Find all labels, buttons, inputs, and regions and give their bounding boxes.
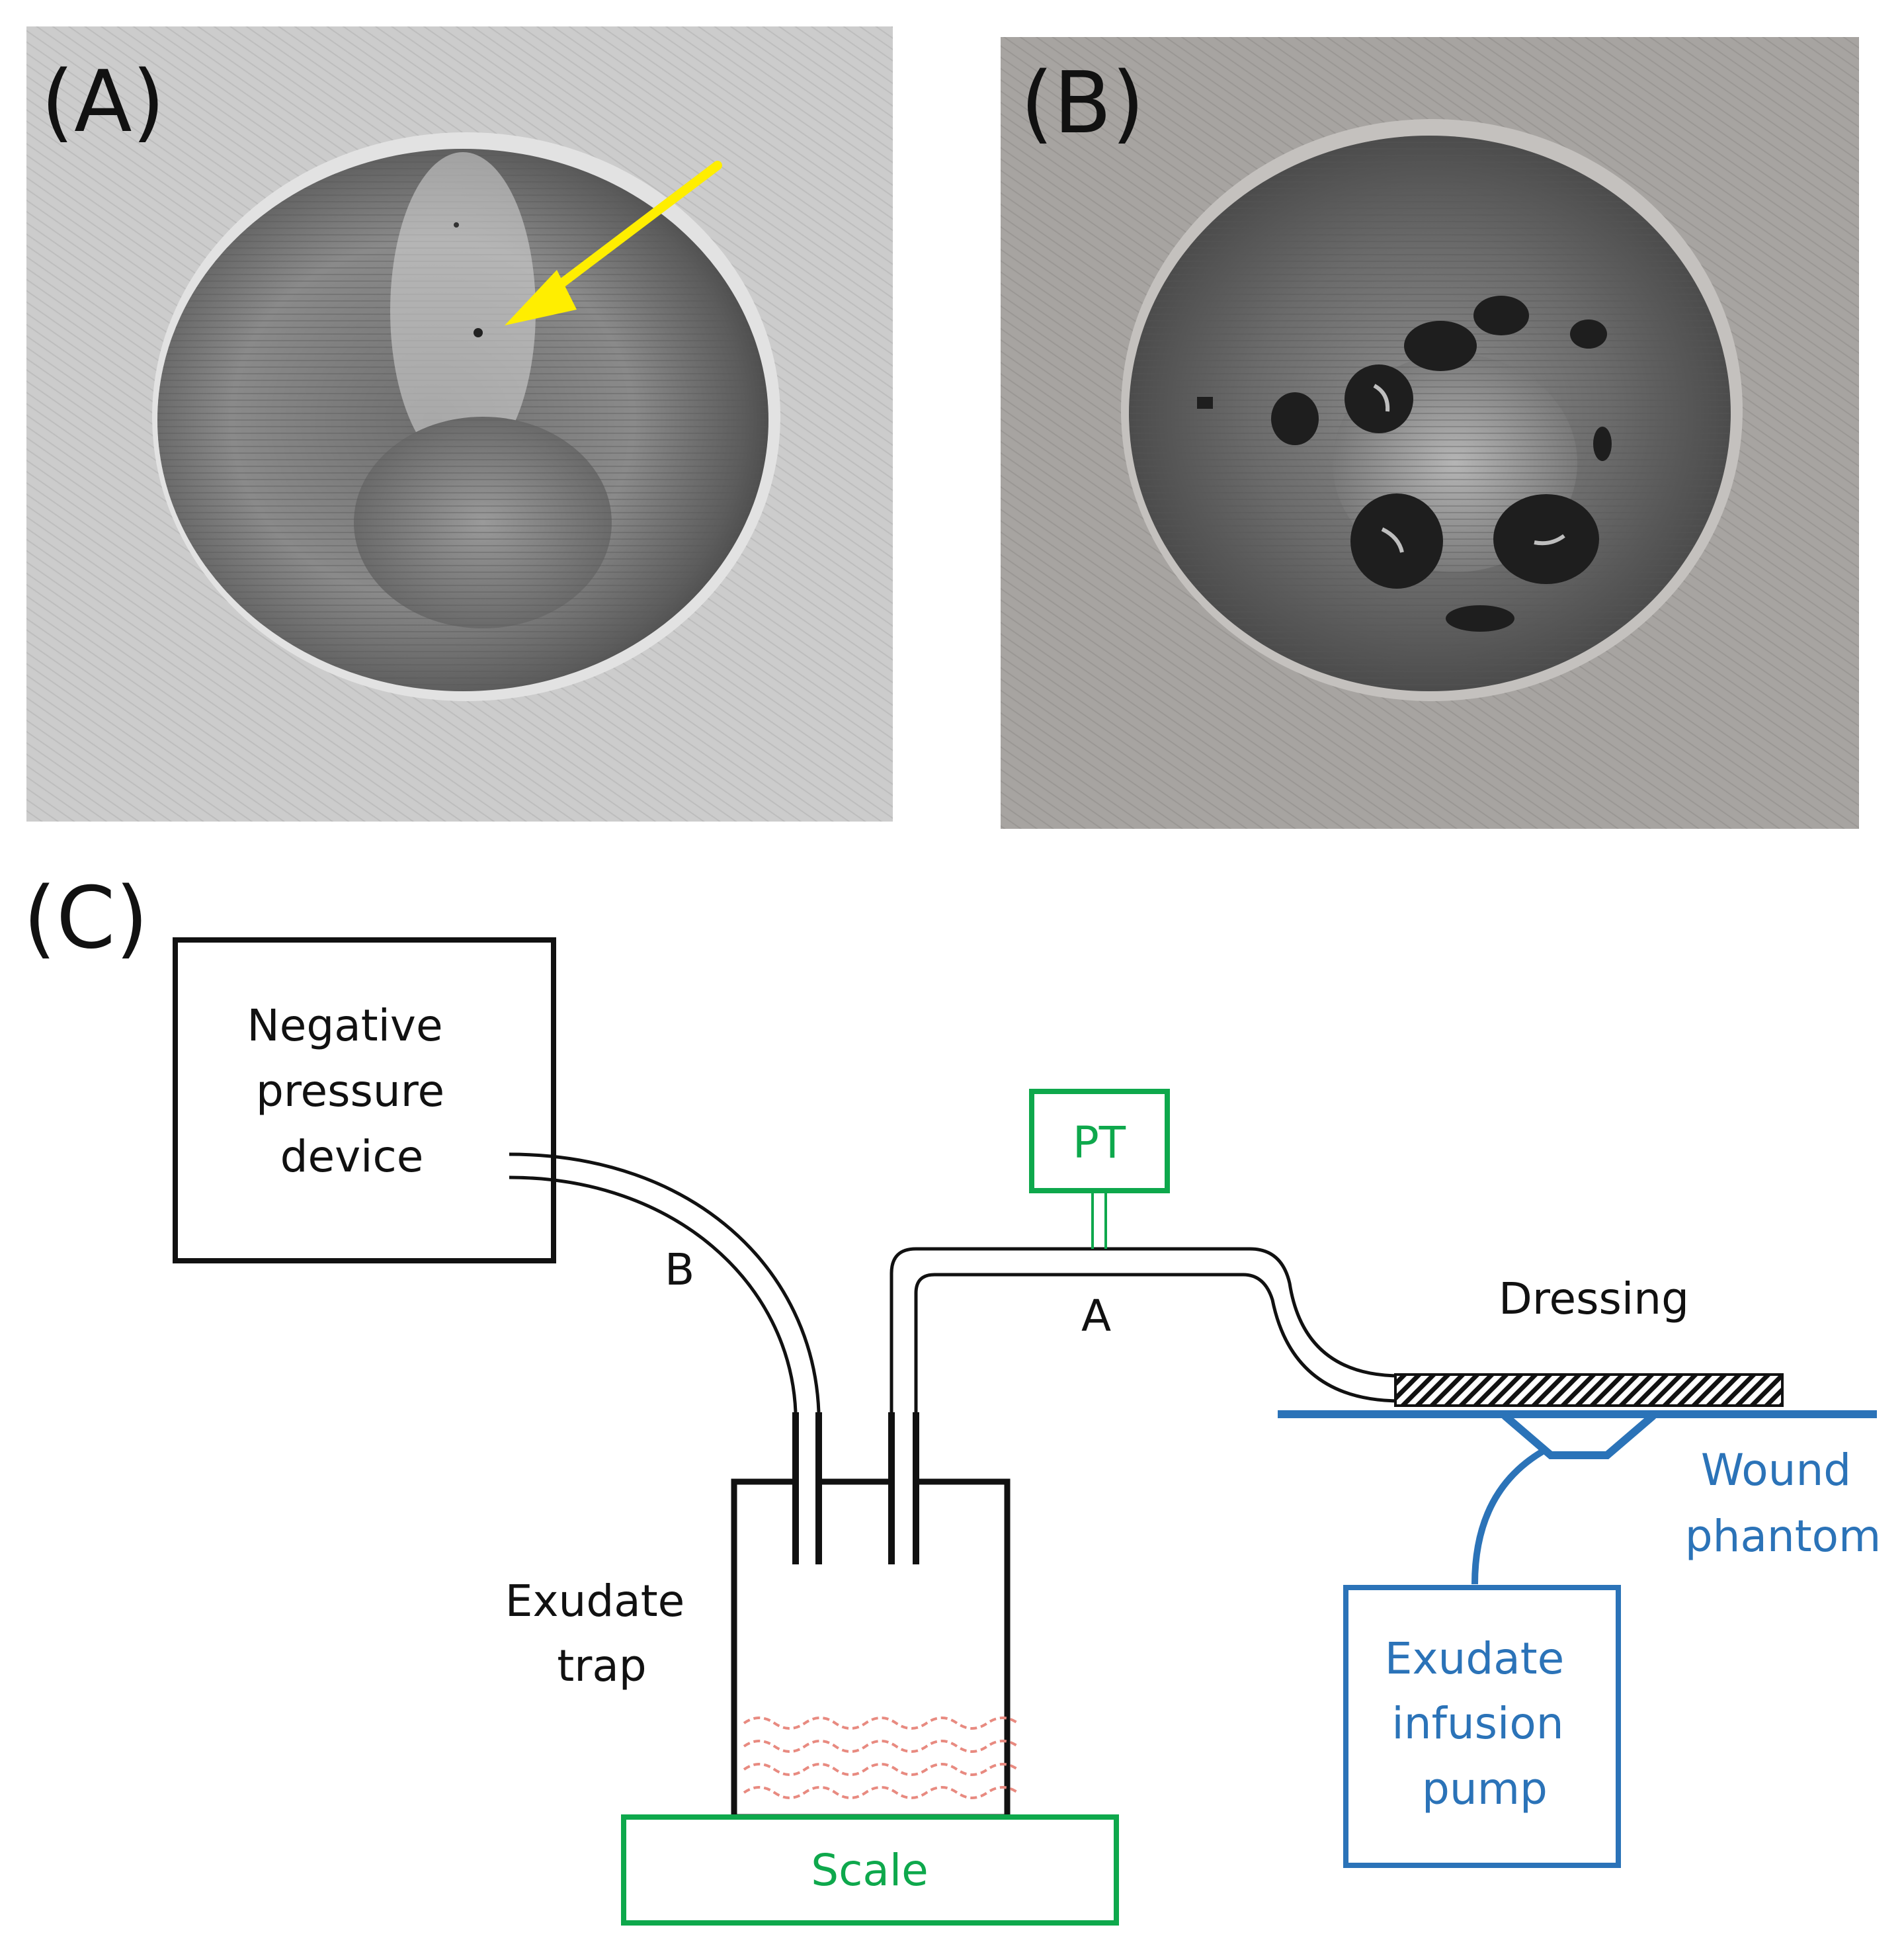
pressure-transducer-label: PT — [1073, 1117, 1126, 1168]
infusion-line — [1471, 1445, 1550, 1585]
scale-label: Scale — [811, 1845, 929, 1896]
scale-box — [621, 1814, 1119, 1926]
infusion-pump-box — [1343, 1585, 1621, 1868]
pump-line-3: pump — [1422, 1763, 1548, 1814]
npd-line-1: Negative — [247, 1000, 442, 1051]
negative-pressure-device-label: Negative pressure device — [247, 1000, 458, 1182]
tube-b — [509, 1152, 822, 1564]
wound-line-2: phantom — [1685, 1511, 1882, 1562]
dressing-label: Dressing — [1499, 1273, 1689, 1324]
tube-a-label: A — [1081, 1291, 1111, 1341]
photo-b: (B) — [1001, 37, 1859, 829]
wound-phantom-label: Wound phantom — [1685, 1445, 1882, 1562]
arrow-icon — [536, 161, 722, 304]
photo-a-hole — [474, 328, 483, 337]
pressure-transducer-box — [1029, 1089, 1170, 1193]
arrow-icon-head — [505, 270, 577, 325]
wound-line-1: Wound — [1701, 1445, 1851, 1496]
negative-pressure-device-box — [173, 937, 556, 1263]
trap-line-2: trap — [557, 1640, 646, 1691]
exudate-trap-label: Exudate trap — [505, 1576, 698, 1691]
infusion-pump-label: Exudate infusion pump — [1385, 1633, 1578, 1814]
npd-line-2: pressure — [256, 1066, 444, 1117]
pressure-transducer-stem — [1091, 1191, 1107, 1249]
tube-a — [888, 1247, 1401, 1564]
schematic: (C) Negative pressure device B A — [23, 869, 1882, 1926]
pump-line-1: Exudate — [1385, 1633, 1564, 1684]
trap-line-1: Exudate — [505, 1576, 684, 1627]
exudate-fluid — [743, 1717, 1019, 1799]
panel-label-a: (A) — [41, 53, 165, 151]
panel-label-b: (B) — [1020, 54, 1145, 153]
exudate-trap-box — [731, 1478, 1011, 1820]
photo-a: (A) — [26, 26, 893, 822]
npd-line-3: device — [280, 1131, 424, 1182]
wound-cavity — [1502, 1412, 1656, 1459]
tube-b-label: B — [665, 1244, 694, 1295]
panel-label-c: (C) — [23, 869, 148, 968]
dressing — [1394, 1373, 1784, 1407]
pump-line-2: infusion — [1391, 1698, 1563, 1749]
